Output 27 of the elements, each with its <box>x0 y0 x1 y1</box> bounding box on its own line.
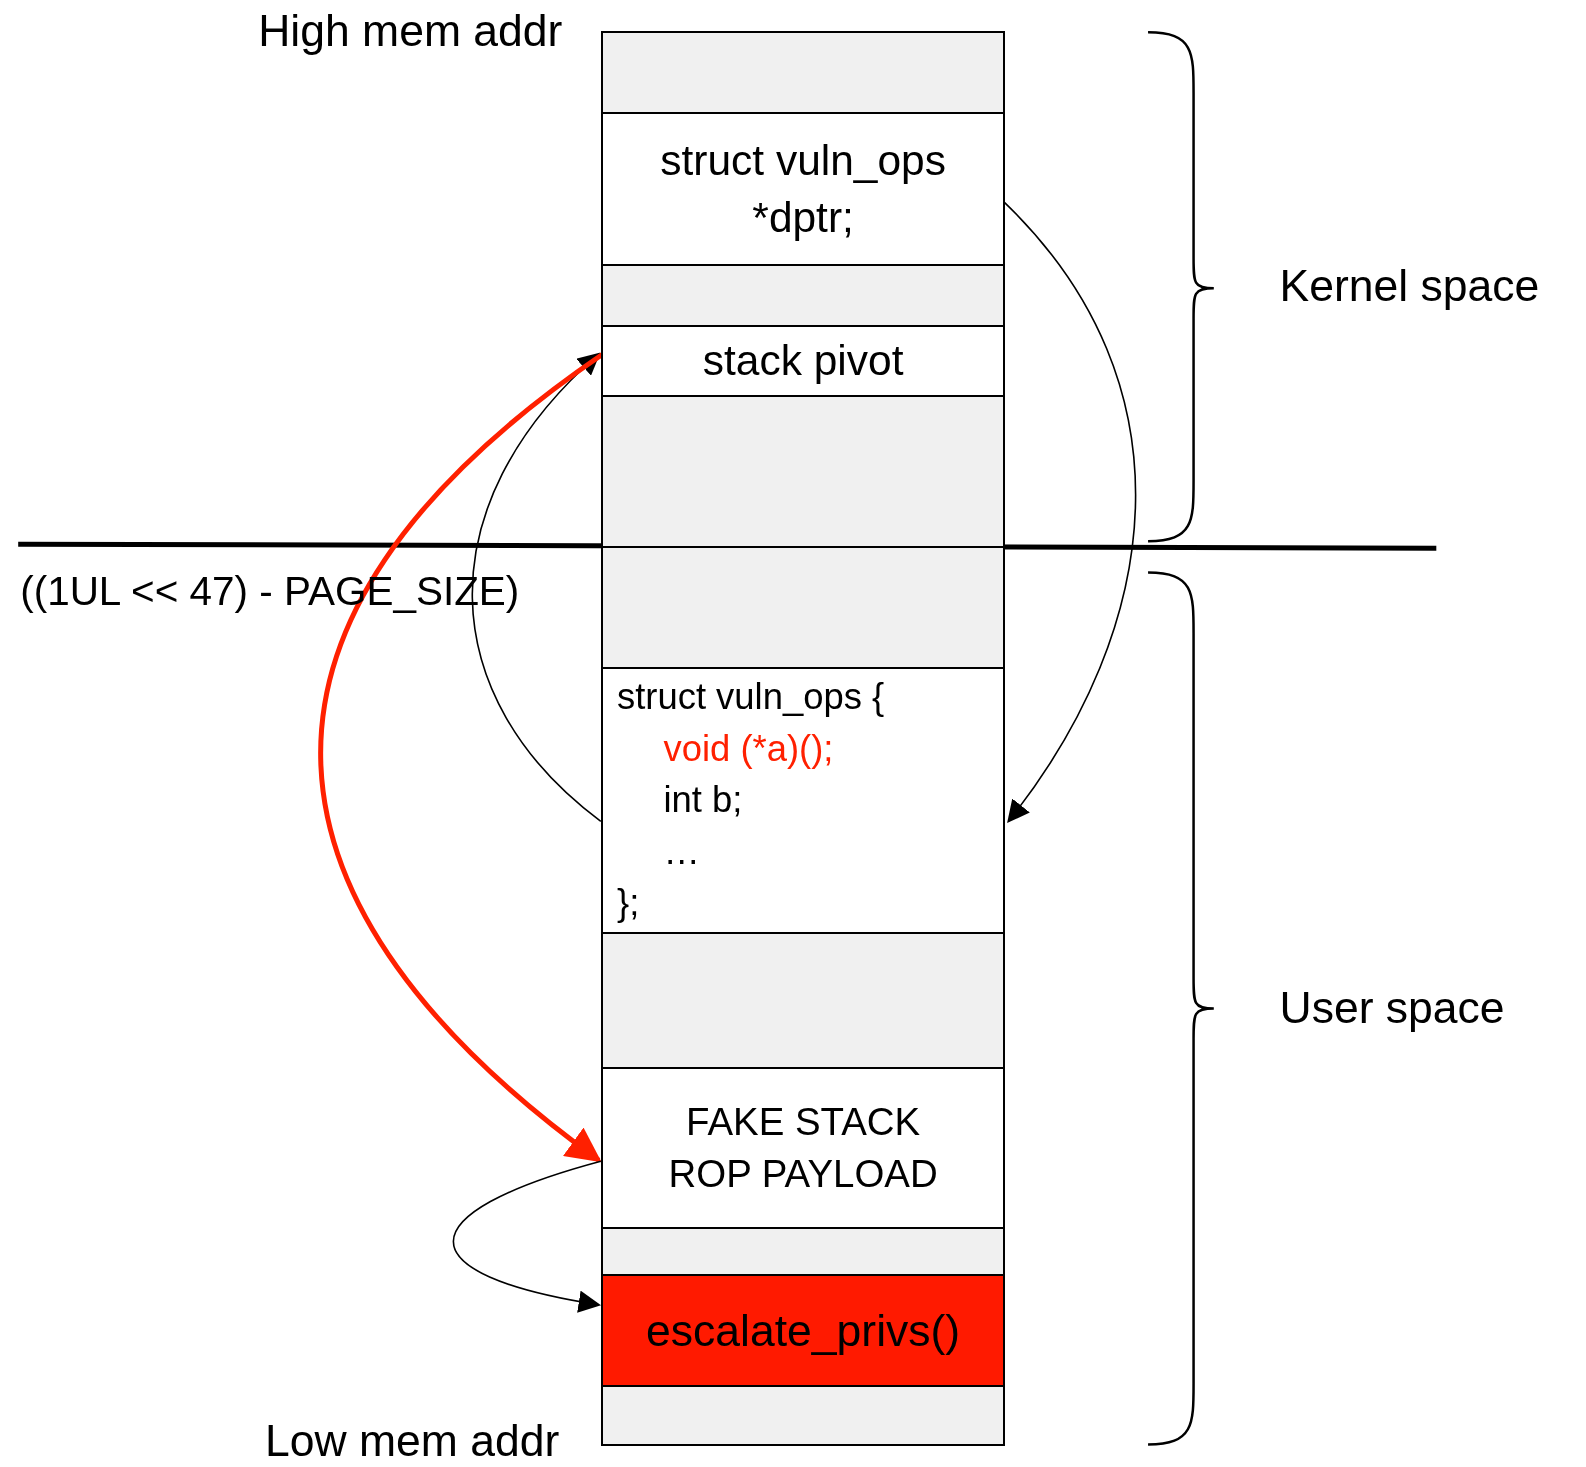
memory-segment <box>600 1274 1006 1387</box>
code-block <box>600 666 1006 934</box>
memory-segment <box>600 1067 1006 1229</box>
address-label: High mem addr <box>258 6 563 57</box>
segment-label: struct vuln_ops *dptr; <box>659 135 947 244</box>
address-label: Low mem addr <box>265 1416 560 1467</box>
memory-segment <box>600 1226 1006 1277</box>
arrow <box>452 1160 602 1313</box>
arrow <box>471 352 602 823</box>
segment-label: escalate_privs() <box>646 1304 961 1357</box>
segment-label: FAKE STACK ROP PAYLOAD <box>667 1099 939 1198</box>
memory-segment <box>600 395 1006 549</box>
region-label: User space <box>1279 983 1505 1034</box>
code-line: … <box>663 829 700 874</box>
memory-segment <box>600 1384 1006 1447</box>
code-line: void (*a)(); <box>663 726 834 771</box>
region-label: Kernel space <box>1279 260 1540 311</box>
memory-segment <box>600 264 1006 327</box>
memory-segment <box>600 31 1006 115</box>
code-line: }; <box>617 881 640 926</box>
code-line: struct vuln_ops { <box>617 675 885 720</box>
memory-segment <box>600 931 1006 1070</box>
memory-segment <box>600 324 1006 398</box>
memory-segment <box>600 112 1006 266</box>
memory-segment <box>600 546 1006 669</box>
segment-label: stack pivot <box>702 336 904 387</box>
code-line: int b; <box>663 778 743 823</box>
